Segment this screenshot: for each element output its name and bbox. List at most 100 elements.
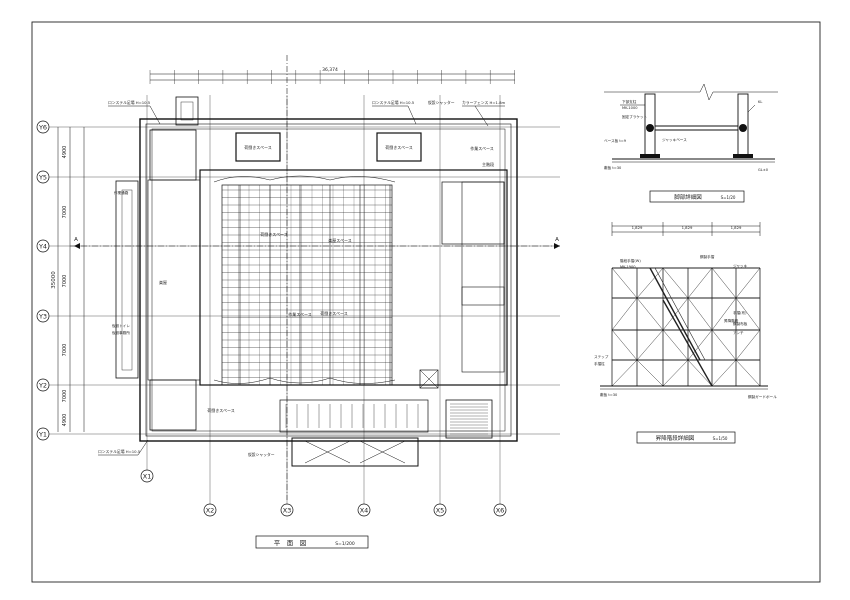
building-wall: [199, 169, 508, 386]
room-label: 主階段: [482, 161, 494, 167]
drawing-line: [687, 297, 713, 331]
svg-text:X4: X4: [360, 507, 369, 515]
svg-text:Y3: Y3: [38, 313, 47, 321]
drawing-line: [611, 267, 638, 299]
room-label: 楽屋スペース: [328, 237, 352, 243]
overall-dimension: 36,374: [322, 67, 338, 73]
svg-text:ステップ: ステップ: [594, 354, 609, 359]
drawing-line: [649, 267, 701, 361]
svg-text:4900: 4900: [62, 146, 68, 159]
column-grid-bubbles: X1 X2 X3 X4 X5 X6: [140, 469, 507, 517]
room-label: 荷捌きスペース: [385, 144, 413, 150]
drawing-line: [662, 299, 713, 387]
svg-text:Y5: Y5: [38, 174, 47, 182]
section-line-a: A A: [70, 55, 560, 500]
hall-seating-grid: [222, 185, 392, 385]
room-label: 荷捌きスペース: [320, 310, 348, 316]
svg-text:ベース板 t=9: ベース板 t=9: [604, 138, 627, 143]
grid-bubble-x1: X1: [140, 469, 154, 483]
svg-text:MK-1000: MK-1000: [622, 106, 638, 110]
drawing-line: [611, 329, 638, 361]
svg-text:ジャッキベース: ジャッキベース: [662, 137, 687, 142]
grid-rows: [48, 126, 560, 435]
stair-tower-detail: 1,829 1,829 1,829 階段手摺(W) MK-1900 鋼製手摺 ジ…: [594, 222, 777, 444]
svg-text:仮設シャッター: 仮設シャッター: [248, 452, 275, 457]
svg-text:敷板 t=30: 敷板 t=30: [600, 392, 618, 397]
bottom-annex: [291, 437, 419, 467]
svg-text:X5: X5: [436, 507, 445, 515]
grid-bubble-x6: X6: [493, 503, 507, 517]
row-dimensions: 4900 7000 7000 7000 7000 4900: [62, 146, 68, 427]
svg-text:仮設シャッター: 仮設シャッター: [428, 100, 455, 105]
room-label: 荷捌きスペース: [260, 231, 288, 237]
stair-tower-frame: [611, 267, 761, 387]
svg-text:ロンステル足場 H=10.5: ロンステル足場 H=10.5: [98, 449, 141, 454]
svg-text:ジャッキ: ジャッキ: [733, 264, 748, 268]
left-dimension: 35000: [51, 127, 85, 432]
svg-text:X6: X6: [496, 507, 505, 515]
room-label: 楽屋: [159, 279, 167, 285]
plan-title-block: 平 面 図 S=1/200: [255, 535, 369, 549]
drawing-line: [611, 297, 638, 331]
svg-text:固定ブラケット: 固定ブラケット: [622, 114, 648, 119]
drawing-line: [711, 297, 737, 331]
drawing-line: [636, 267, 664, 299]
room-labels: 荷捌きスペース 荷捌きスペース 楽屋スペース 荷捌きスペース 作業スペース 楽屋…: [159, 144, 494, 413]
grid-bubble-y1: Y1: [36, 427, 50, 441]
base-detail: 下部支柱 MK-1000 固定ブラケット ジャッキベース ベース板 t=9 敷板…: [604, 83, 778, 203]
room-label: 荷捌きスペース: [207, 407, 235, 413]
svg-text:KL: KL: [758, 100, 762, 104]
drawing-line: [687, 359, 713, 387]
drawing-line: [711, 267, 737, 299]
grid-bubble-y4: Y4: [36, 239, 50, 253]
svg-text:仮設トイレ: 仮設トイレ: [112, 323, 130, 328]
drawing-line: [711, 329, 737, 361]
svg-text:ロンステル足場 H=10.5: ロンステル足場 H=10.5: [108, 100, 151, 105]
stair-detail-scale: S=1/50: [713, 436, 728, 441]
svg-text:Y6: Y6: [38, 124, 47, 132]
top-dimension: 36,374: [149, 67, 515, 84]
svg-text:X1: X1: [143, 473, 152, 481]
grid-bubble-x4: X4: [357, 503, 371, 517]
drawing-line: [636, 329, 664, 361]
svg-text:敷板 t=30: 敷板 t=30: [604, 165, 622, 170]
svg-text:アンチ: アンチ: [733, 330, 744, 335]
svg-text:7000: 7000: [62, 275, 68, 288]
drawing-line: [636, 297, 664, 331]
svg-text:X3: X3: [283, 507, 292, 515]
plan-callouts: ロンステル足場 H=10.5 ロンステル足場 H=10.5 仮設シャッター カラ…: [98, 100, 506, 457]
drawing-line: [662, 329, 689, 361]
section-mark-right: A: [555, 237, 559, 243]
row-grid-bubbles: Y6 Y5 Y4 Y3 Y2 Y1: [36, 120, 50, 441]
right-wing-rooms: [419, 181, 505, 389]
section-mark-left: A: [74, 237, 78, 243]
grid-bubble-x3: X3: [280, 503, 294, 517]
grid-bubble-y2: Y2: [36, 378, 50, 392]
drawing-line: [662, 359, 689, 387]
drawing-line: [735, 297, 761, 331]
svg-text:MK-1900: MK-1900: [620, 265, 636, 269]
svg-text:7000: 7000: [62, 206, 68, 219]
svg-text:Y1: Y1: [38, 431, 47, 439]
room-label: 作業スペース: [470, 145, 494, 151]
grid-columns: [146, 95, 501, 505]
svg-text:Y4: Y4: [38, 243, 47, 251]
svg-text:4900: 4900: [62, 414, 68, 427]
room-label: 作業スペース: [288, 311, 312, 317]
svg-text:GL±0: GL±0: [758, 168, 769, 172]
plan-scale: S=1/200: [335, 541, 355, 547]
drawing-line: [611, 359, 638, 387]
drawing-line: [687, 267, 713, 299]
svg-text:鋼製手摺: 鋼製手摺: [700, 254, 715, 259]
svg-text:鋼製ガードポール: 鋼製ガードポール: [748, 394, 777, 399]
drawing-line: [735, 329, 761, 361]
svg-text:鋼製布板: 鋼製布板: [733, 321, 748, 326]
svg-text:下部支柱: 下部支柱: [622, 99, 637, 104]
grid-bubble-y3: Y3: [36, 309, 50, 323]
svg-text:昇降階段: 昇降階段: [724, 318, 739, 323]
drawing-line: [687, 329, 713, 361]
plan-title: 平 面 図: [274, 539, 307, 547]
stair-detail-title: 昇降階段詳細図: [656, 434, 695, 442]
room-label: 荷捌きスペース: [244, 144, 272, 150]
sheet-border: [31, 21, 821, 583]
